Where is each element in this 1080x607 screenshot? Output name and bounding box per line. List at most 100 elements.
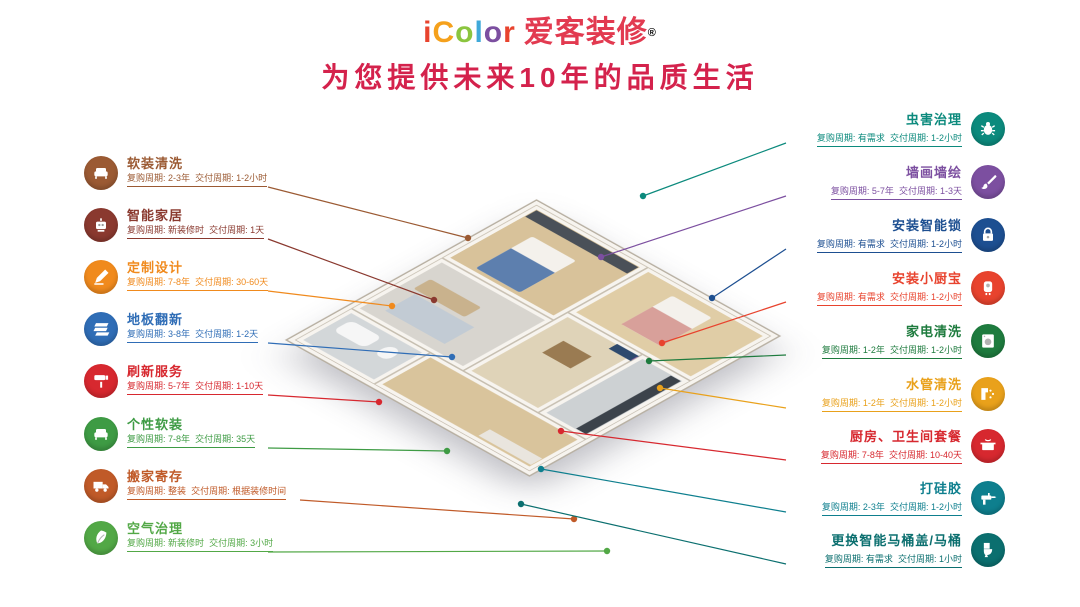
leaf-icon: [84, 521, 118, 555]
service-item-right-8: 更换智能马桶盖/马桶复购周期: 有需求 交付周期: 1小时: [795, 533, 1005, 568]
repurchase-label: 复购周期:: [820, 450, 860, 460]
service-title: 定制设计: [127, 260, 184, 275]
robot-icon: [96, 218, 106, 232]
smart-lock-icon: [971, 218, 1005, 252]
floorplan-3d: [268, 88, 798, 568]
design-pencil-icon: [84, 260, 118, 294]
delivery-label: 交付周期:: [889, 292, 929, 302]
repurchase-value: 有需求: [865, 554, 893, 564]
service-title: 个性软装: [127, 417, 184, 432]
appliance-icon: [982, 334, 994, 348]
service-cycle-info: 复购周期: 1-2年 交付周期: 1-2小时: [821, 344, 962, 359]
delivery-label: 交付周期:: [191, 486, 230, 496]
delivery-value: 35天: [236, 434, 256, 444]
bug-icon: [980, 122, 996, 136]
logo-brand-cn: 爱客装修: [523, 16, 648, 49]
delivery-label: 交付周期:: [897, 554, 937, 564]
delivery-value: 1-2小时: [236, 173, 268, 183]
delivery-label: 交付周期:: [889, 133, 929, 143]
bug-icon: [971, 112, 1005, 146]
service-cycle-info: 复购周期: 7-8年 交付周期: 30-60天: [127, 276, 269, 291]
repurchase-label: 复购周期:: [821, 345, 861, 355]
toilet-icon: [971, 533, 1005, 567]
caulk-gun-icon: [981, 493, 997, 505]
service-title: 刷新服务: [127, 364, 184, 379]
delivery-label: 交付周期:: [888, 450, 928, 460]
sofa-clean-icon: [94, 168, 108, 179]
water-heater-icon: [983, 281, 993, 296]
delivery-value: 1-2小时: [930, 239, 962, 249]
service-item-right-6: 厨房、卫生间套餐复购周期: 7-8年 交付周期: 10-40天: [795, 429, 1005, 464]
service-item-left-3: 地板翻新复购周期: 3-8年 交付周期: 1-2天: [84, 312, 267, 346]
service-cycle-info: 复购周期: 有需求 交付周期: 1-2小时: [816, 291, 962, 306]
repurchase-value: 5-7年: [168, 381, 191, 391]
service-title: 地板翻新: [127, 312, 184, 327]
repurchase-value: 3-8年: [168, 329, 191, 339]
service-cycle-info: 复购周期: 3-8年 交付周期: 1-2天: [127, 328, 259, 343]
service-item-right-0: 虫害治理复购周期: 有需求 交付周期: 1-2小时: [795, 112, 1005, 147]
service-item-left-4: 刷新服务复购周期: 5-7年 交付周期: 1-10天: [84, 364, 272, 398]
delivery-label: 交付周期:: [195, 381, 234, 391]
service-item-left-1: 智能家居复购周期: 新装修时 交付周期: 1天: [84, 208, 273, 242]
service-item-right-4: 家电清洗复购周期: 1-2年 交付周期: 1-2小时: [795, 324, 1005, 359]
delivery-value: 1-2小时: [930, 292, 962, 302]
delivery-label: 交付周期:: [889, 239, 929, 249]
delivery-value: 3小时: [250, 538, 274, 548]
service-cycle-info: 复购周期: 有需求 交付周期: 1-2小时: [816, 238, 962, 253]
service-cycle-info: 复购周期: 有需求 交付周期: 1-2小时: [816, 132, 962, 147]
service-title: 安装小厨宝: [891, 271, 962, 286]
logo-letter: l: [474, 16, 484, 49]
service-title: 水管清洗: [905, 377, 962, 392]
floor-planks-icon: [93, 323, 110, 336]
delivery-value: 1小时: [938, 554, 962, 564]
repurchase-value: 1-2年: [862, 398, 885, 408]
service-title: 软装清洗: [127, 156, 184, 171]
repurchase-label: 复购周期:: [127, 173, 166, 183]
service-title: 空气治理: [127, 521, 184, 536]
repurchase-label: 复购周期:: [127, 225, 166, 235]
repurchase-label: 复购周期:: [127, 434, 166, 444]
service-cycle-info: 复购周期: 整装 交付周期: 根据装修时间: [127, 485, 287, 500]
service-item-left-7: 空气治理复购周期: 新装修时 交付周期: 3小时: [84, 521, 282, 555]
repurchase-label: 复购周期:: [127, 277, 166, 287]
repurchase-label: 复购周期:: [127, 486, 166, 496]
pipe-icon: [971, 377, 1005, 411]
paint-brush-icon: [971, 165, 1005, 199]
repurchase-value: 整装: [168, 486, 187, 496]
delivery-label: 交付周期:: [209, 225, 248, 235]
sofa-clean-icon: [84, 156, 118, 190]
sofa-icon: [94, 429, 108, 440]
repurchase-value: 7-8年: [861, 450, 884, 460]
logo-letter: o: [455, 16, 475, 49]
logo-letter: i: [423, 16, 433, 49]
repurchase-value: 有需求: [857, 292, 885, 302]
repurchase-value: 新装修时: [168, 225, 205, 235]
service-item-right-1: 墙画墙绘复购周期: 5-7年 交付周期: 1-3天: [795, 165, 1005, 200]
toilet-icon: [983, 542, 993, 558]
service-title: 打硅胶: [919, 481, 962, 496]
design-pencil-icon: [94, 269, 109, 285]
repurchase-value: 有需求: [857, 239, 885, 249]
logo-wordmark: iColor: [423, 16, 516, 49]
moving-truck-icon: [84, 469, 118, 503]
service-title: 墙画墙绘: [905, 165, 962, 180]
moving-truck-icon: [93, 481, 109, 492]
repurchase-label: 复购周期:: [127, 329, 166, 339]
service-cycle-info: 复购周期: 5-7年 交付周期: 1-10天: [127, 380, 264, 395]
service-cycle-info: 复购周期: 2-3年 交付周期: 1-2小时: [127, 172, 268, 187]
service-item-left-0: 软装清洗复购周期: 2-3年 交付周期: 1-2小时: [84, 156, 276, 190]
paint-roller-icon: [94, 375, 109, 388]
delivery-label: 交付周期:: [209, 538, 248, 548]
service-cycle-info: 复购周期: 新装修时 交付周期: 3小时: [127, 537, 274, 552]
service-item-right-2: 安装智能锁复购周期: 有需求 交付周期: 1-2小时: [795, 218, 1005, 253]
service-item-left-2: 定制设计复购周期: 7-8年 交付周期: 30-60天: [84, 260, 277, 294]
service-cycle-info: 复购周期: 新装修时 交付周期: 1天: [127, 224, 265, 239]
service-title: 家电清洗: [905, 324, 962, 339]
paint-roller-icon: [84, 364, 118, 398]
repurchase-value: 5-7年: [871, 186, 894, 196]
delivery-value: 30-60天: [236, 277, 269, 287]
delivery-label: 交付周期:: [889, 502, 929, 512]
